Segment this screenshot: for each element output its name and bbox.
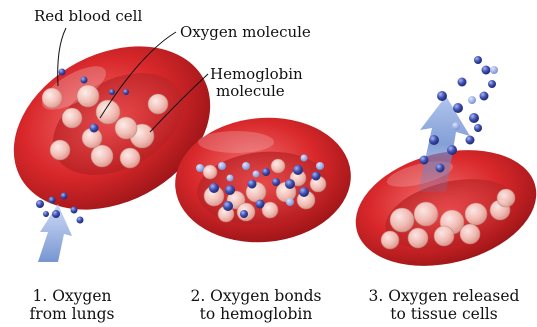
label-red-blood-cell: Red blood cell xyxy=(34,8,142,25)
oxygen-molecule xyxy=(71,207,78,214)
oxygen-molecule-faint xyxy=(490,66,498,74)
hemoglobin-molecule xyxy=(414,202,438,226)
label-oxygen-molecule: Oxygen molecule xyxy=(180,24,311,41)
oxygen-molecule xyxy=(61,193,68,200)
caption-step-3-line1: 3. Oxygen released xyxy=(356,287,532,305)
oxygen-molecule xyxy=(299,187,309,197)
oxygen-molecule xyxy=(81,77,88,84)
hemoglobin-molecule xyxy=(271,159,285,173)
hemoglobin-molecule xyxy=(96,100,120,124)
oxygen-molecule xyxy=(466,136,475,145)
oxygen-molecule xyxy=(248,180,257,189)
hemoglobin-molecule xyxy=(50,140,70,160)
oxygen-molecule xyxy=(437,91,447,101)
hemoglobin-molecule xyxy=(148,94,168,114)
oxygen-molecule-faint xyxy=(196,164,204,172)
hemoglobin-molecule xyxy=(434,226,454,246)
oxygen-molecule-faint xyxy=(253,171,260,178)
oxygen-molecule-faint xyxy=(218,162,226,170)
oxygen-molecule xyxy=(447,145,457,155)
oxygen-molecule xyxy=(49,197,56,204)
oxygen-molecule xyxy=(109,89,115,95)
oxygen-molecule xyxy=(223,201,233,211)
oxygen-molecule xyxy=(420,156,429,165)
hemoglobin-molecule xyxy=(203,165,217,179)
oxygen-molecule xyxy=(272,178,280,186)
label-hemoglobin-line2: molecule xyxy=(216,83,285,100)
caption-step-3-line2: to tissue cells xyxy=(356,305,532,323)
oxygen-molecule xyxy=(482,66,491,75)
oxygen-molecule-faint xyxy=(468,96,476,104)
caption-step-2-line1: 2. Oxygen bonds xyxy=(176,287,336,305)
oxygen-molecule xyxy=(43,211,49,217)
hemoglobin-molecule xyxy=(390,208,414,232)
caption-step-1-line2: from lungs xyxy=(12,305,132,323)
oxygen-molecule xyxy=(453,103,463,113)
hemoglobin-molecule xyxy=(91,145,113,167)
caption-step-3: 3. Oxygen released to tissue cells xyxy=(356,287,532,323)
oxygen-molecule xyxy=(474,124,482,132)
oxygen-molecule-faint xyxy=(227,175,234,182)
oxygen-molecule xyxy=(77,217,84,224)
oxygen-molecule xyxy=(123,89,129,95)
oxygen-molecule xyxy=(262,168,270,176)
oxygen-molecule xyxy=(256,200,265,209)
hemoglobin-molecule xyxy=(42,88,62,108)
oxygen-molecule xyxy=(285,179,295,189)
oxygen-molecule xyxy=(209,183,219,193)
caption-step-2: 2. Oxygen bonds to hemoglobin xyxy=(176,287,336,323)
hemoglobin-molecule xyxy=(460,224,480,244)
oxygen-molecule xyxy=(52,210,60,218)
hemoglobin-molecule xyxy=(77,85,99,107)
oxygen-molecule xyxy=(488,80,496,88)
oxygen-molecule xyxy=(480,92,489,101)
oxygen-molecule-faint xyxy=(316,162,324,170)
caption-step-2-line2: to hemoglobin xyxy=(176,305,336,323)
hemoglobin-molecule xyxy=(120,148,140,168)
oxygen-molecule xyxy=(312,172,321,181)
oxygen-molecule xyxy=(293,165,303,175)
oxygen-molecule xyxy=(458,78,467,87)
oxygen-molecule xyxy=(429,135,439,145)
oxygen-molecule-faint xyxy=(286,198,294,206)
oxygen-molecule-faint xyxy=(301,155,308,162)
hemoglobin-molecule xyxy=(497,189,515,207)
oxygen-molecule-faint xyxy=(242,162,250,170)
hemoglobin-molecule xyxy=(115,117,137,139)
oxygen-molecule xyxy=(474,56,482,64)
caption-step-1-line1: 1. Oxygen xyxy=(12,287,132,305)
oxygen-molecule xyxy=(436,164,445,173)
hemoglobin-molecule xyxy=(408,228,428,248)
oxygen-molecule xyxy=(36,200,44,208)
oxygen-molecule-faint xyxy=(452,122,460,130)
caption-step-1: 1. Oxygen from lungs xyxy=(12,287,132,323)
hemoglobin-molecule xyxy=(381,231,399,249)
oxygen-molecule xyxy=(240,210,248,218)
label-hemoglobin-line1: Hemoglobin xyxy=(210,66,303,83)
hemoglobin-molecule xyxy=(465,203,487,225)
oxygen-molecule xyxy=(59,69,66,76)
oxygen-molecule xyxy=(90,124,99,133)
hemoglobin-molecule xyxy=(62,108,82,128)
oxygen-molecule xyxy=(469,113,479,123)
oxygen-molecule xyxy=(225,185,235,195)
